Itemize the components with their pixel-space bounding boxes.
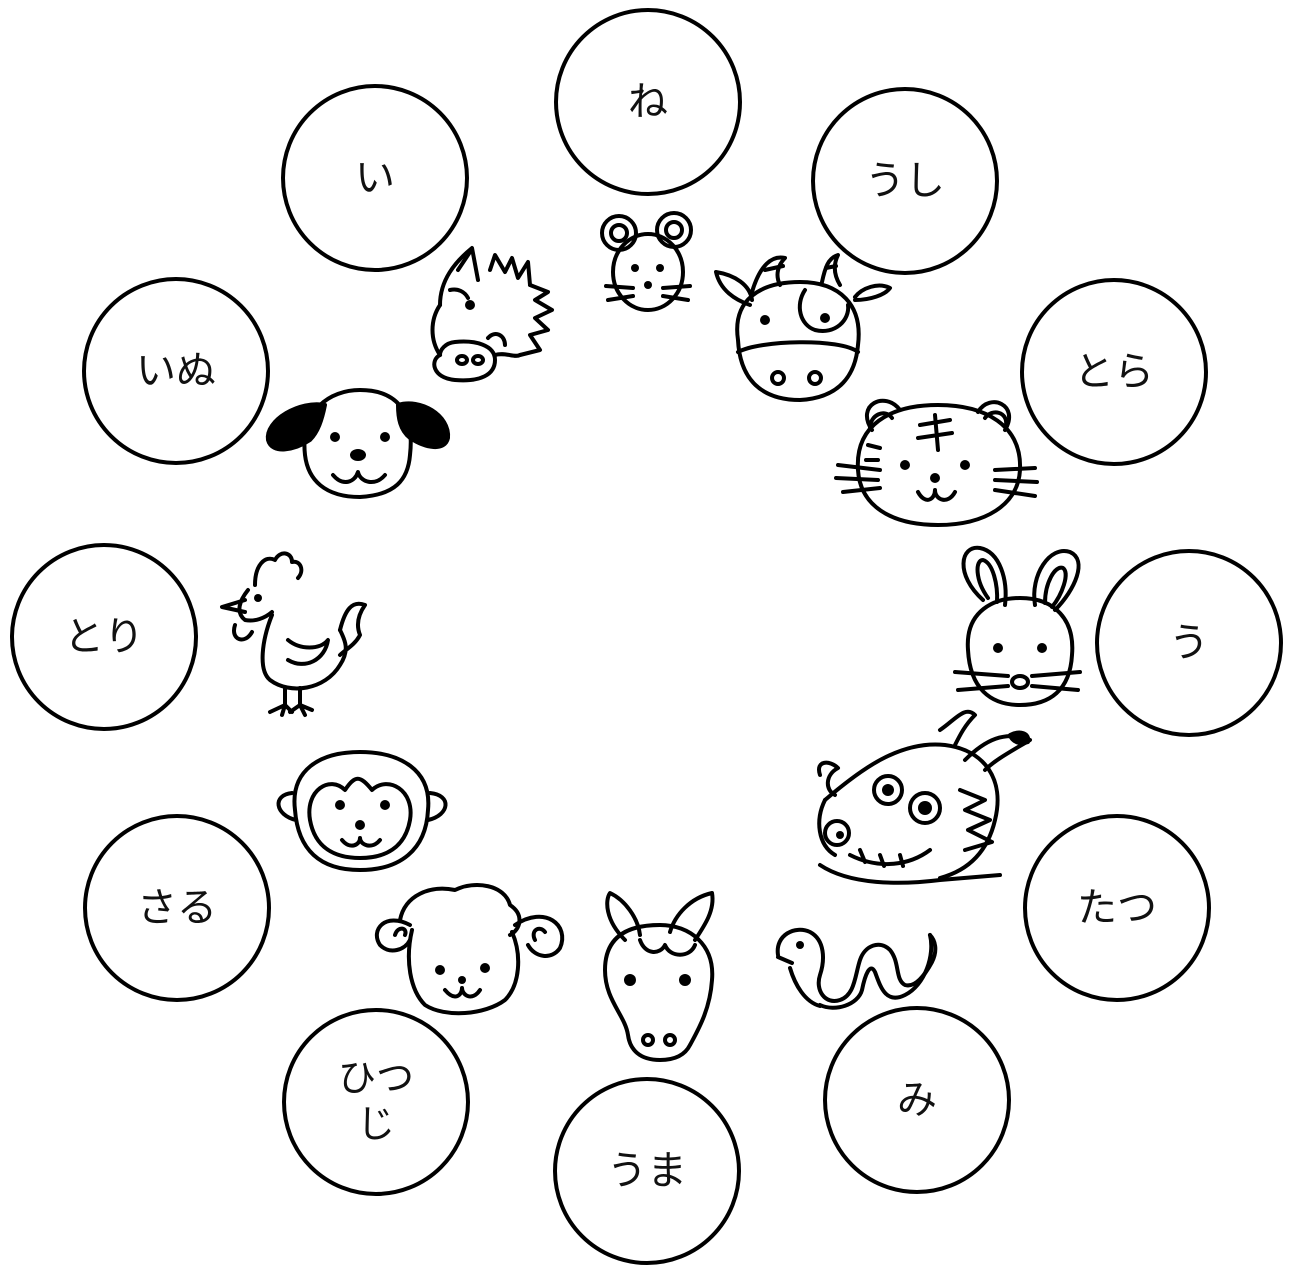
dragon-icon <box>819 712 1030 883</box>
monkey-icon <box>279 752 446 870</box>
horse-icon <box>605 893 713 1060</box>
ox-icon <box>716 255 890 400</box>
boar-icon <box>433 248 553 380</box>
dog-icon <box>268 390 448 497</box>
tiger-icon <box>836 401 1037 525</box>
snake-icon <box>778 930 936 1008</box>
rabbit-icon <box>955 548 1080 705</box>
sheep-icon <box>377 885 562 1013</box>
mouse-icon <box>602 213 691 310</box>
rooster-icon <box>222 553 365 715</box>
